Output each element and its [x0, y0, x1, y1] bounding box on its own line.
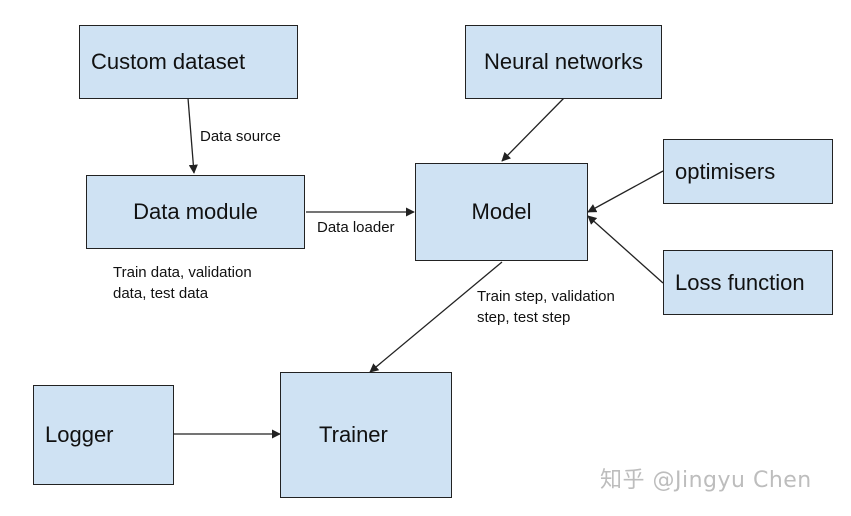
- edge-label-steps-line1: Train step, validation: [477, 288, 615, 305]
- edge-label-datasets-line1: Train data, validation: [113, 264, 252, 281]
- node-optimisers-label: optimisers: [675, 158, 776, 184]
- arrow-lossfunction-to-model: [587, 215, 664, 284]
- edge-label-datasets-line2: data, test data: [113, 285, 209, 302]
- node-data-module: Data module: [86, 175, 305, 249]
- edge-label-data-source: Data source: [200, 128, 281, 145]
- node-loss-function: Loss function: [663, 250, 833, 315]
- edge-label-steps-line2: step, test step: [477, 309, 571, 326]
- node-trainer-label: Trainer: [319, 422, 388, 447]
- node-model: Model: [415, 163, 588, 261]
- node-loss-function-label: Loss function: [675, 269, 805, 295]
- node-trainer: Trainer: [280, 372, 452, 498]
- node-neural-networks: Neural networks: [465, 25, 662, 99]
- node-data-module-label: Data module: [133, 199, 258, 224]
- arrow-model-to-trainer: [369, 261, 503, 373]
- node-custom-dataset: Custom dataset: [79, 25, 298, 99]
- watermark: 知乎 @Jingyu Chen: [600, 468, 812, 493]
- node-custom-dataset-label: Custom dataset: [91, 49, 246, 74]
- node-neural-networks-label: Neural networks: [484, 49, 643, 74]
- edge-label-steps: Train step, validation step, test step: [477, 286, 615, 328]
- edge-label-datasets: Train data, validation data, test data: [113, 262, 252, 304]
- node-optimisers: optimisers: [663, 139, 833, 204]
- arrow-neuralnetworks-to-model: [501, 97, 565, 162]
- edge-label-data-loader: Data loader: [317, 219, 395, 236]
- node-logger: Logger: [33, 385, 174, 485]
- node-model-label: Model: [471, 199, 532, 224]
- arrow-optimisers-to-model: [587, 170, 664, 213]
- node-logger-label: Logger: [45, 422, 114, 447]
- arrow-dataset-to-datamodule: [187, 97, 198, 174]
